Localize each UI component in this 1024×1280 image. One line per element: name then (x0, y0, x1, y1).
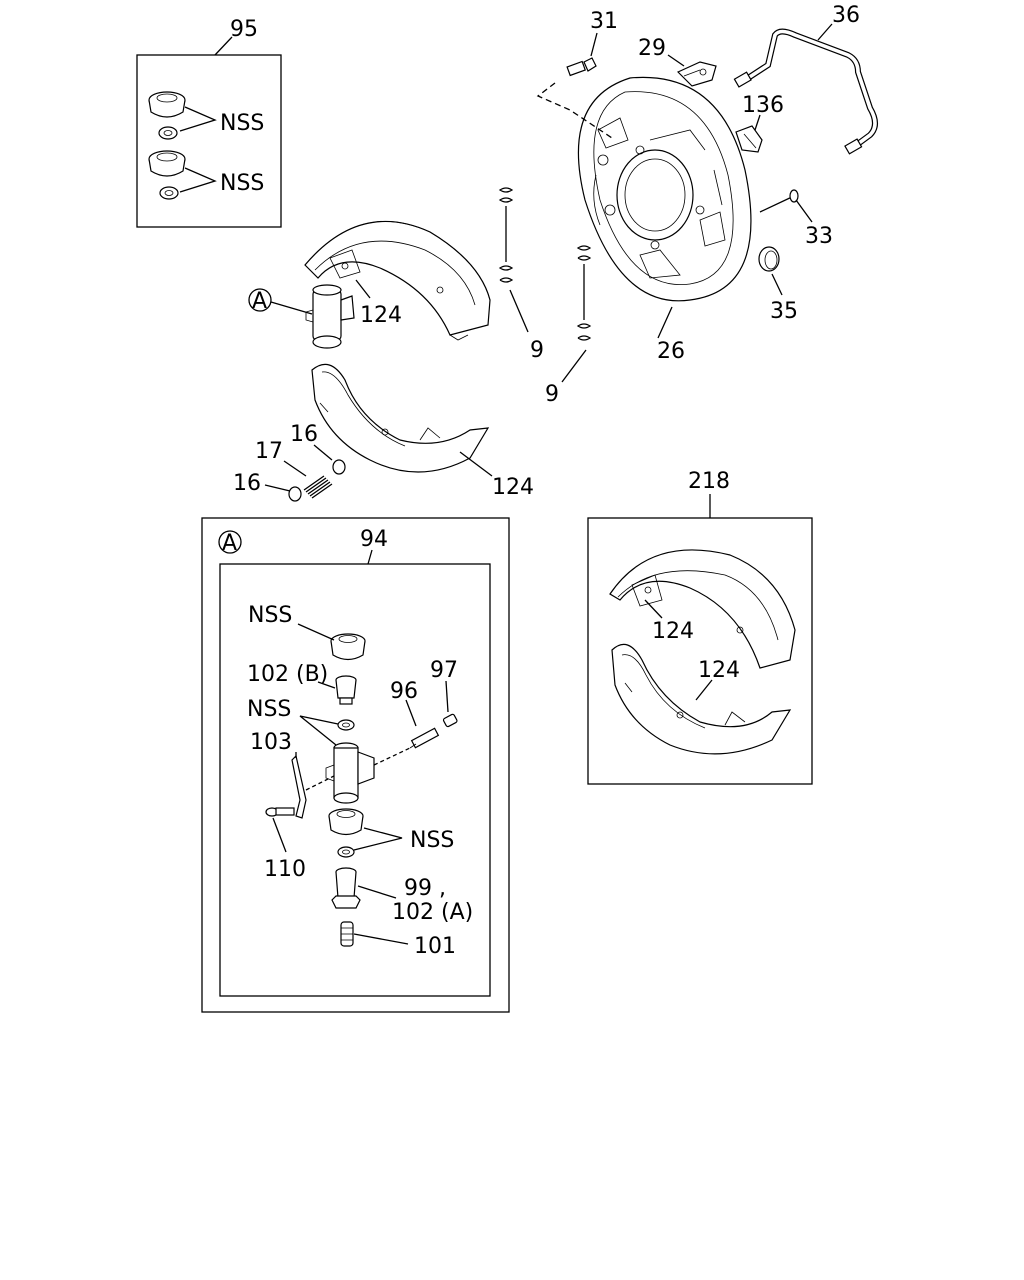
cylinder-body-part (325, 742, 375, 804)
brake-shoe-part (304, 220, 491, 341)
label-136: 136 (742, 93, 784, 118)
label-124: 124 (492, 475, 534, 500)
label-110: 110 (264, 857, 306, 882)
label-97: 97 (430, 658, 458, 683)
kit-95-box: 95 NSS NSS (136, 17, 282, 228)
label-16: 16 (290, 422, 318, 447)
cap-part (288, 459, 346, 502)
bleeder-screw-part (409, 727, 440, 749)
bleeder-part (676, 61, 717, 87)
adjuster-spring-part (303, 475, 333, 499)
label-103: 103 (250, 730, 292, 755)
return-spring-part (576, 245, 592, 341)
seal-part (337, 719, 355, 731)
cup-seal-part (148, 91, 186, 140)
detail-a-callout: A (222, 531, 237, 556)
label-36: 36 (832, 3, 860, 28)
label-124: 124 (360, 303, 402, 328)
label-16: 16 (233, 471, 261, 496)
bolt-part (265, 807, 295, 817)
kit-218-box: 218 124 124 (587, 469, 813, 785)
label-nss: NSS (248, 603, 292, 628)
label-17: 17 (255, 439, 283, 464)
label-101: 101 (414, 934, 456, 959)
label-nss: NSS (220, 171, 264, 196)
backing-plate-part (577, 76, 752, 302)
label-31: 31 (590, 9, 618, 34)
brake-shoe-part (611, 643, 792, 755)
detail-a-box: A 94 NSS 102 (B) NSS (201, 517, 510, 1013)
brake-shoe-part (609, 549, 796, 669)
piston-part (335, 675, 357, 705)
plug-part (758, 246, 780, 272)
wheel-cylinder-part (305, 284, 355, 349)
label-nss: NSS (410, 828, 454, 853)
label-26: 26 (657, 339, 685, 364)
callout-a: A (252, 289, 267, 314)
clip-part (735, 125, 763, 153)
label-124: 124 (652, 619, 694, 644)
label-94: 94 (360, 527, 388, 552)
label-102b: 102 (B) (247, 662, 328, 687)
piston-part (331, 867, 361, 909)
bolt-part (566, 57, 597, 77)
label-29: 29 (638, 36, 666, 61)
label-9: 9 (545, 382, 559, 407)
spring-part (340, 921, 354, 947)
pin-part (759, 189, 799, 213)
brake-pipe-part (733, 28, 878, 155)
label-nss: NSS (220, 111, 264, 136)
label-95: 95 (230, 17, 258, 42)
label-35: 35 (770, 299, 798, 324)
label-nss: NSS (247, 697, 291, 722)
label-218: 218 (688, 469, 730, 494)
label-99: 99 , (404, 876, 446, 901)
return-spring-part (498, 187, 514, 283)
cup-seal-part (328, 808, 364, 858)
label-124: 124 (698, 658, 740, 683)
label-96: 96 (390, 679, 418, 704)
label-33: 33 (805, 224, 833, 249)
label-9: 9 (530, 338, 544, 363)
label-102a: 102 (A) (392, 900, 473, 925)
cup-seal-part (330, 633, 366, 661)
cup-seal-part (148, 150, 186, 200)
brake-shoe-part (311, 363, 490, 473)
bleeder-cap-part (442, 713, 458, 728)
